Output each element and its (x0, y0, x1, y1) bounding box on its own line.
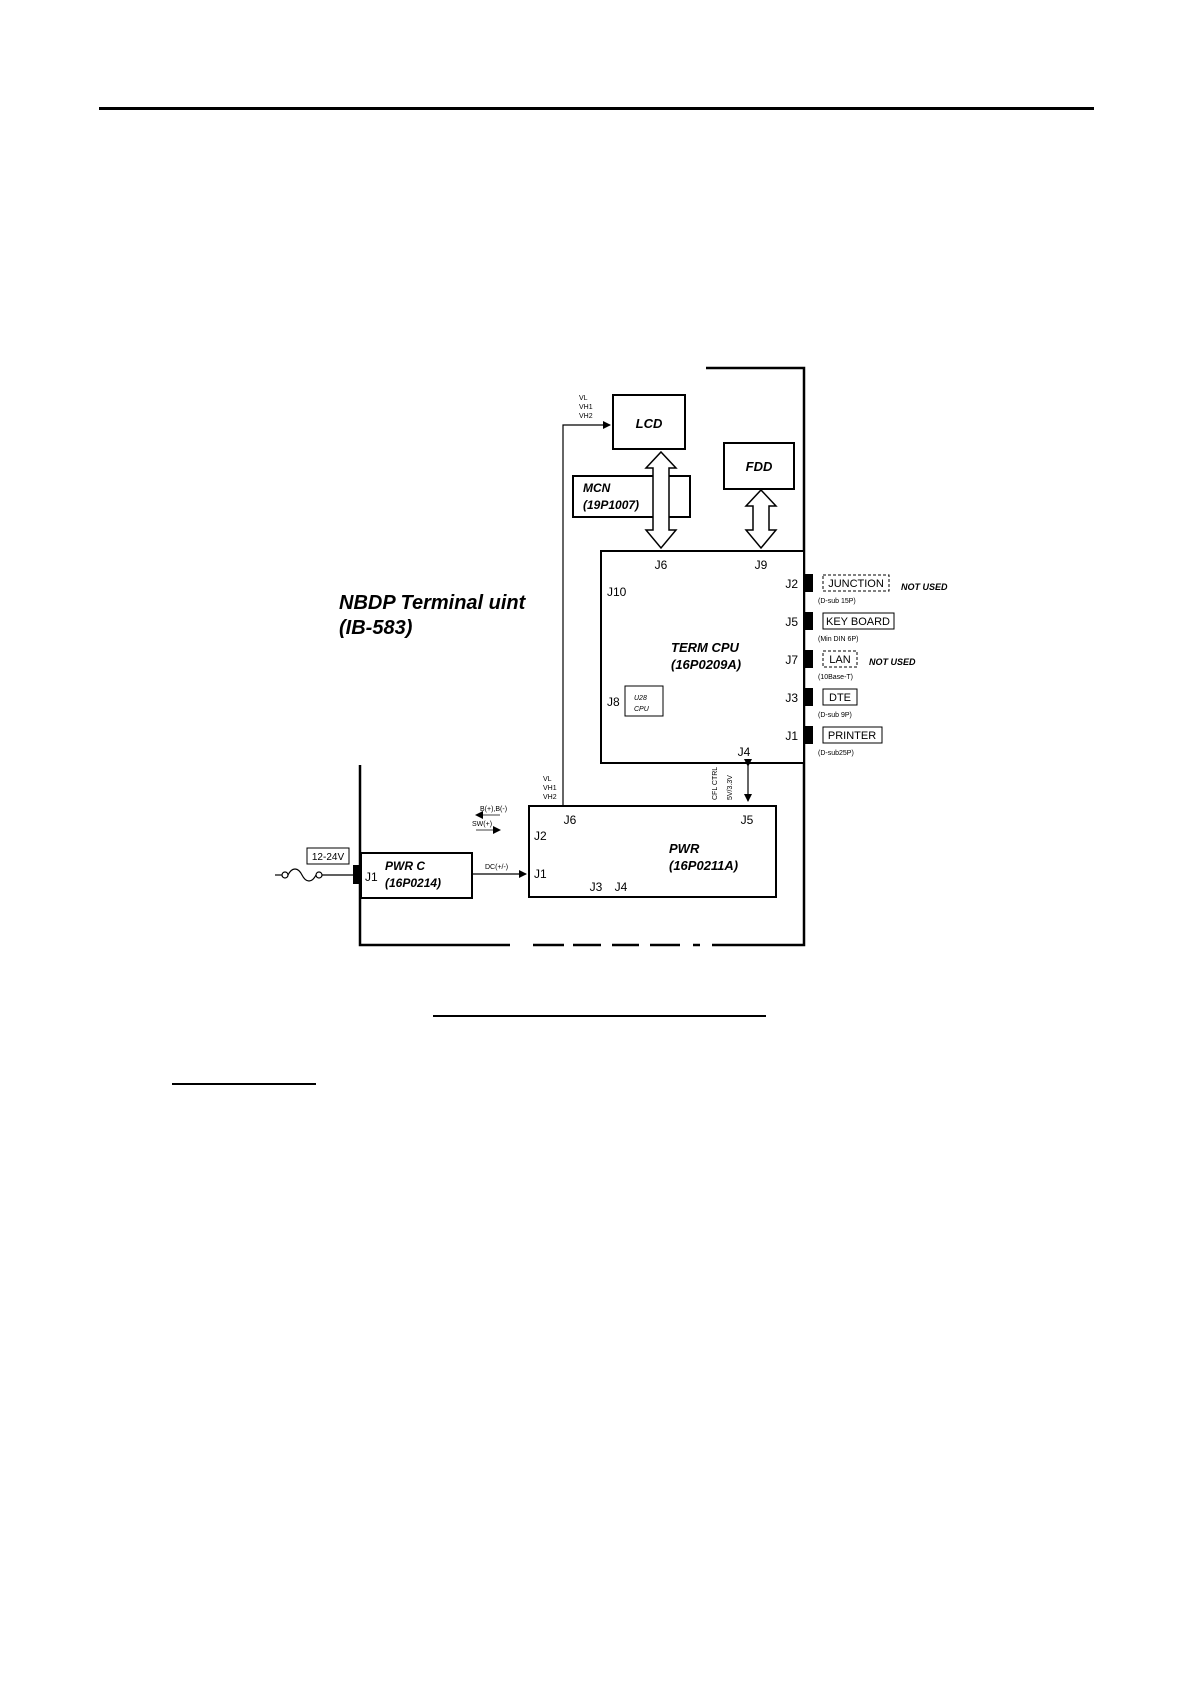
port-connector-icon (804, 574, 813, 592)
port-2: J7 LAN (10Base-T) NOT USED (785, 650, 916, 681)
pwr-name: PWR (669, 841, 700, 856)
port-0: J2 JUNCTION (D-sub 15P) NOT USED (785, 574, 948, 605)
unit-name: NBDP Terminal uint (339, 592, 527, 614)
input-voltage-box (306, 847, 350, 865)
port-sub: (D-sub 9P) (818, 712, 852, 719)
port-1: J5 KEY BOARD (Min DIN 6P) (785, 612, 895, 643)
mcn-part: (19P1007) (583, 498, 639, 512)
pwr-supply-vl: VL (543, 776, 552, 783)
port-sub: (D-sub 15P) (818, 598, 856, 605)
port-jack: J3 (785, 691, 798, 705)
u28-cpu-chip (624, 685, 664, 717)
lcd-supply-vh1: VH1 (579, 404, 593, 411)
fdd-label: FDD (746, 459, 773, 474)
port-label: KEY BOARD (826, 616, 890, 628)
lcd-supply-vl: VL (579, 395, 588, 402)
port-connector-icon (804, 612, 813, 630)
pwr-j5: J5 (741, 813, 754, 827)
port-jack: J1 (785, 729, 798, 743)
pwr-j4: J4 (615, 880, 628, 894)
term-cpu-j9: J9 (755, 558, 768, 572)
u28-label: U28 (634, 695, 647, 702)
term-cpu-j4: J4 (738, 745, 751, 759)
port-4: J1 PRINTER (D-sub25P) (785, 726, 883, 757)
term-cpu-j6: J6 (655, 558, 668, 572)
pwr-part: (16P0211A) (669, 858, 738, 873)
power-input-connector-icon (353, 865, 361, 884)
pwr-supply-vh1: VH1 (543, 785, 557, 792)
fuse-icon (275, 868, 353, 882)
input-voltage-label: 12-24V (312, 852, 345, 863)
lcd-supply-vh2: VH2 (579, 413, 593, 420)
port-jack: J2 (785, 577, 798, 591)
port-sub: (D-sub25P) (818, 750, 854, 757)
dc-signal-label: DC(+/-) (485, 864, 508, 871)
port-label: JUNCTION (828, 578, 884, 590)
supply-voltage-label: 5V/3.3V (727, 775, 734, 800)
lcd-label: LCD (636, 416, 663, 431)
lcd-block: LCD (612, 394, 686, 450)
mcn-block: MCN (19P1007) (572, 475, 691, 518)
unit-model: (IB-583) (339, 617, 413, 639)
lcd-supply-line (562, 421, 611, 806)
port-jack: J7 (785, 653, 798, 667)
term-cpu-j8: J8 (607, 695, 620, 709)
section-heading-rule (172, 1083, 316, 1085)
term-cpu-board: J6 J9 J10 TERM CPU (16P0209A) J8 U28 CPU… (600, 550, 805, 764)
port-connector-icon (804, 650, 813, 668)
port-label: LAN (829, 654, 850, 666)
pwr-j2: J2 (534, 829, 547, 843)
port-label: PRINTER (828, 730, 876, 742)
header-rule (99, 107, 1094, 110)
term-cpu-part: (16P0209A) (671, 657, 741, 672)
pwr-j3: J3 (590, 880, 603, 894)
port-3: J3 DTE (D-sub 9P) (785, 688, 858, 719)
pwr-board: J6 J5 J2 J1 PWR (16P0211A) J3 J4 (528, 805, 777, 898)
pwr-c-name: PWR C (385, 859, 425, 873)
switch-signal-label: SW(+) (472, 821, 492, 828)
fdd-bus-arrow (744, 488, 778, 550)
mcn-name: MCN (583, 481, 611, 495)
port-sub: (Min DIN 6P) (818, 636, 858, 643)
port-jack: J5 (785, 615, 798, 629)
port-note: NOT USED (901, 582, 948, 592)
cpu-label: CPU (634, 706, 650, 713)
port-label: DTE (829, 692, 851, 704)
port-connector-icon (804, 726, 813, 744)
pwr-j1: J1 (534, 867, 547, 881)
battery-signal-label: B(+),B(-) (480, 806, 507, 813)
port-connector-icon (804, 688, 813, 706)
fdd-block: FDD (723, 442, 795, 490)
cfl-ctrl-label: CFL CTRL (712, 767, 719, 800)
port-note: NOT USED (869, 657, 916, 667)
term-cpu-j10: J10 (607, 585, 627, 599)
port-sub: (10Base-T) (818, 674, 853, 681)
pwr-c-board: PWR C (16P0214) J1 (360, 852, 473, 899)
pwr-j6: J6 (564, 813, 577, 827)
lcd-bus-arrow (644, 450, 678, 550)
pwr-c-part: (16P0214) (385, 876, 441, 890)
pwr-supply-vh2: VH2 (543, 794, 557, 801)
pwr-c-j1: J1 (365, 870, 378, 884)
term-cpu-name: TERM CPU (671, 640, 740, 655)
figure-caption-rule (433, 1015, 766, 1017)
